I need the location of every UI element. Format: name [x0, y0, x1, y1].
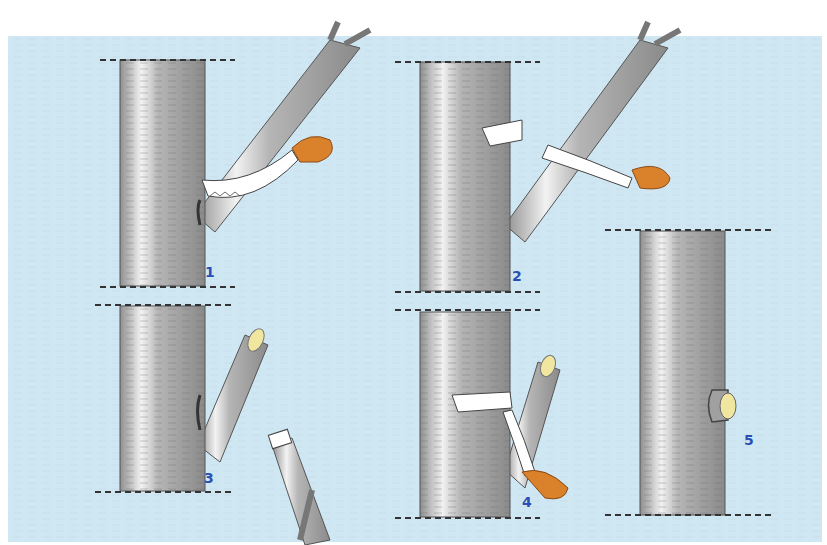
callout-number: 2: [512, 268, 522, 284]
panel-5: [605, 230, 775, 515]
callout-number: 4: [522, 494, 532, 510]
panel-3: [95, 305, 330, 545]
panel-2: [395, 22, 680, 292]
background: [8, 36, 822, 542]
callout-number: 1: [205, 264, 215, 280]
panel-4: [395, 310, 568, 518]
panel-1: [100, 22, 370, 287]
callout-number: 3: [204, 470, 214, 486]
callout-number: 5: [744, 432, 754, 448]
